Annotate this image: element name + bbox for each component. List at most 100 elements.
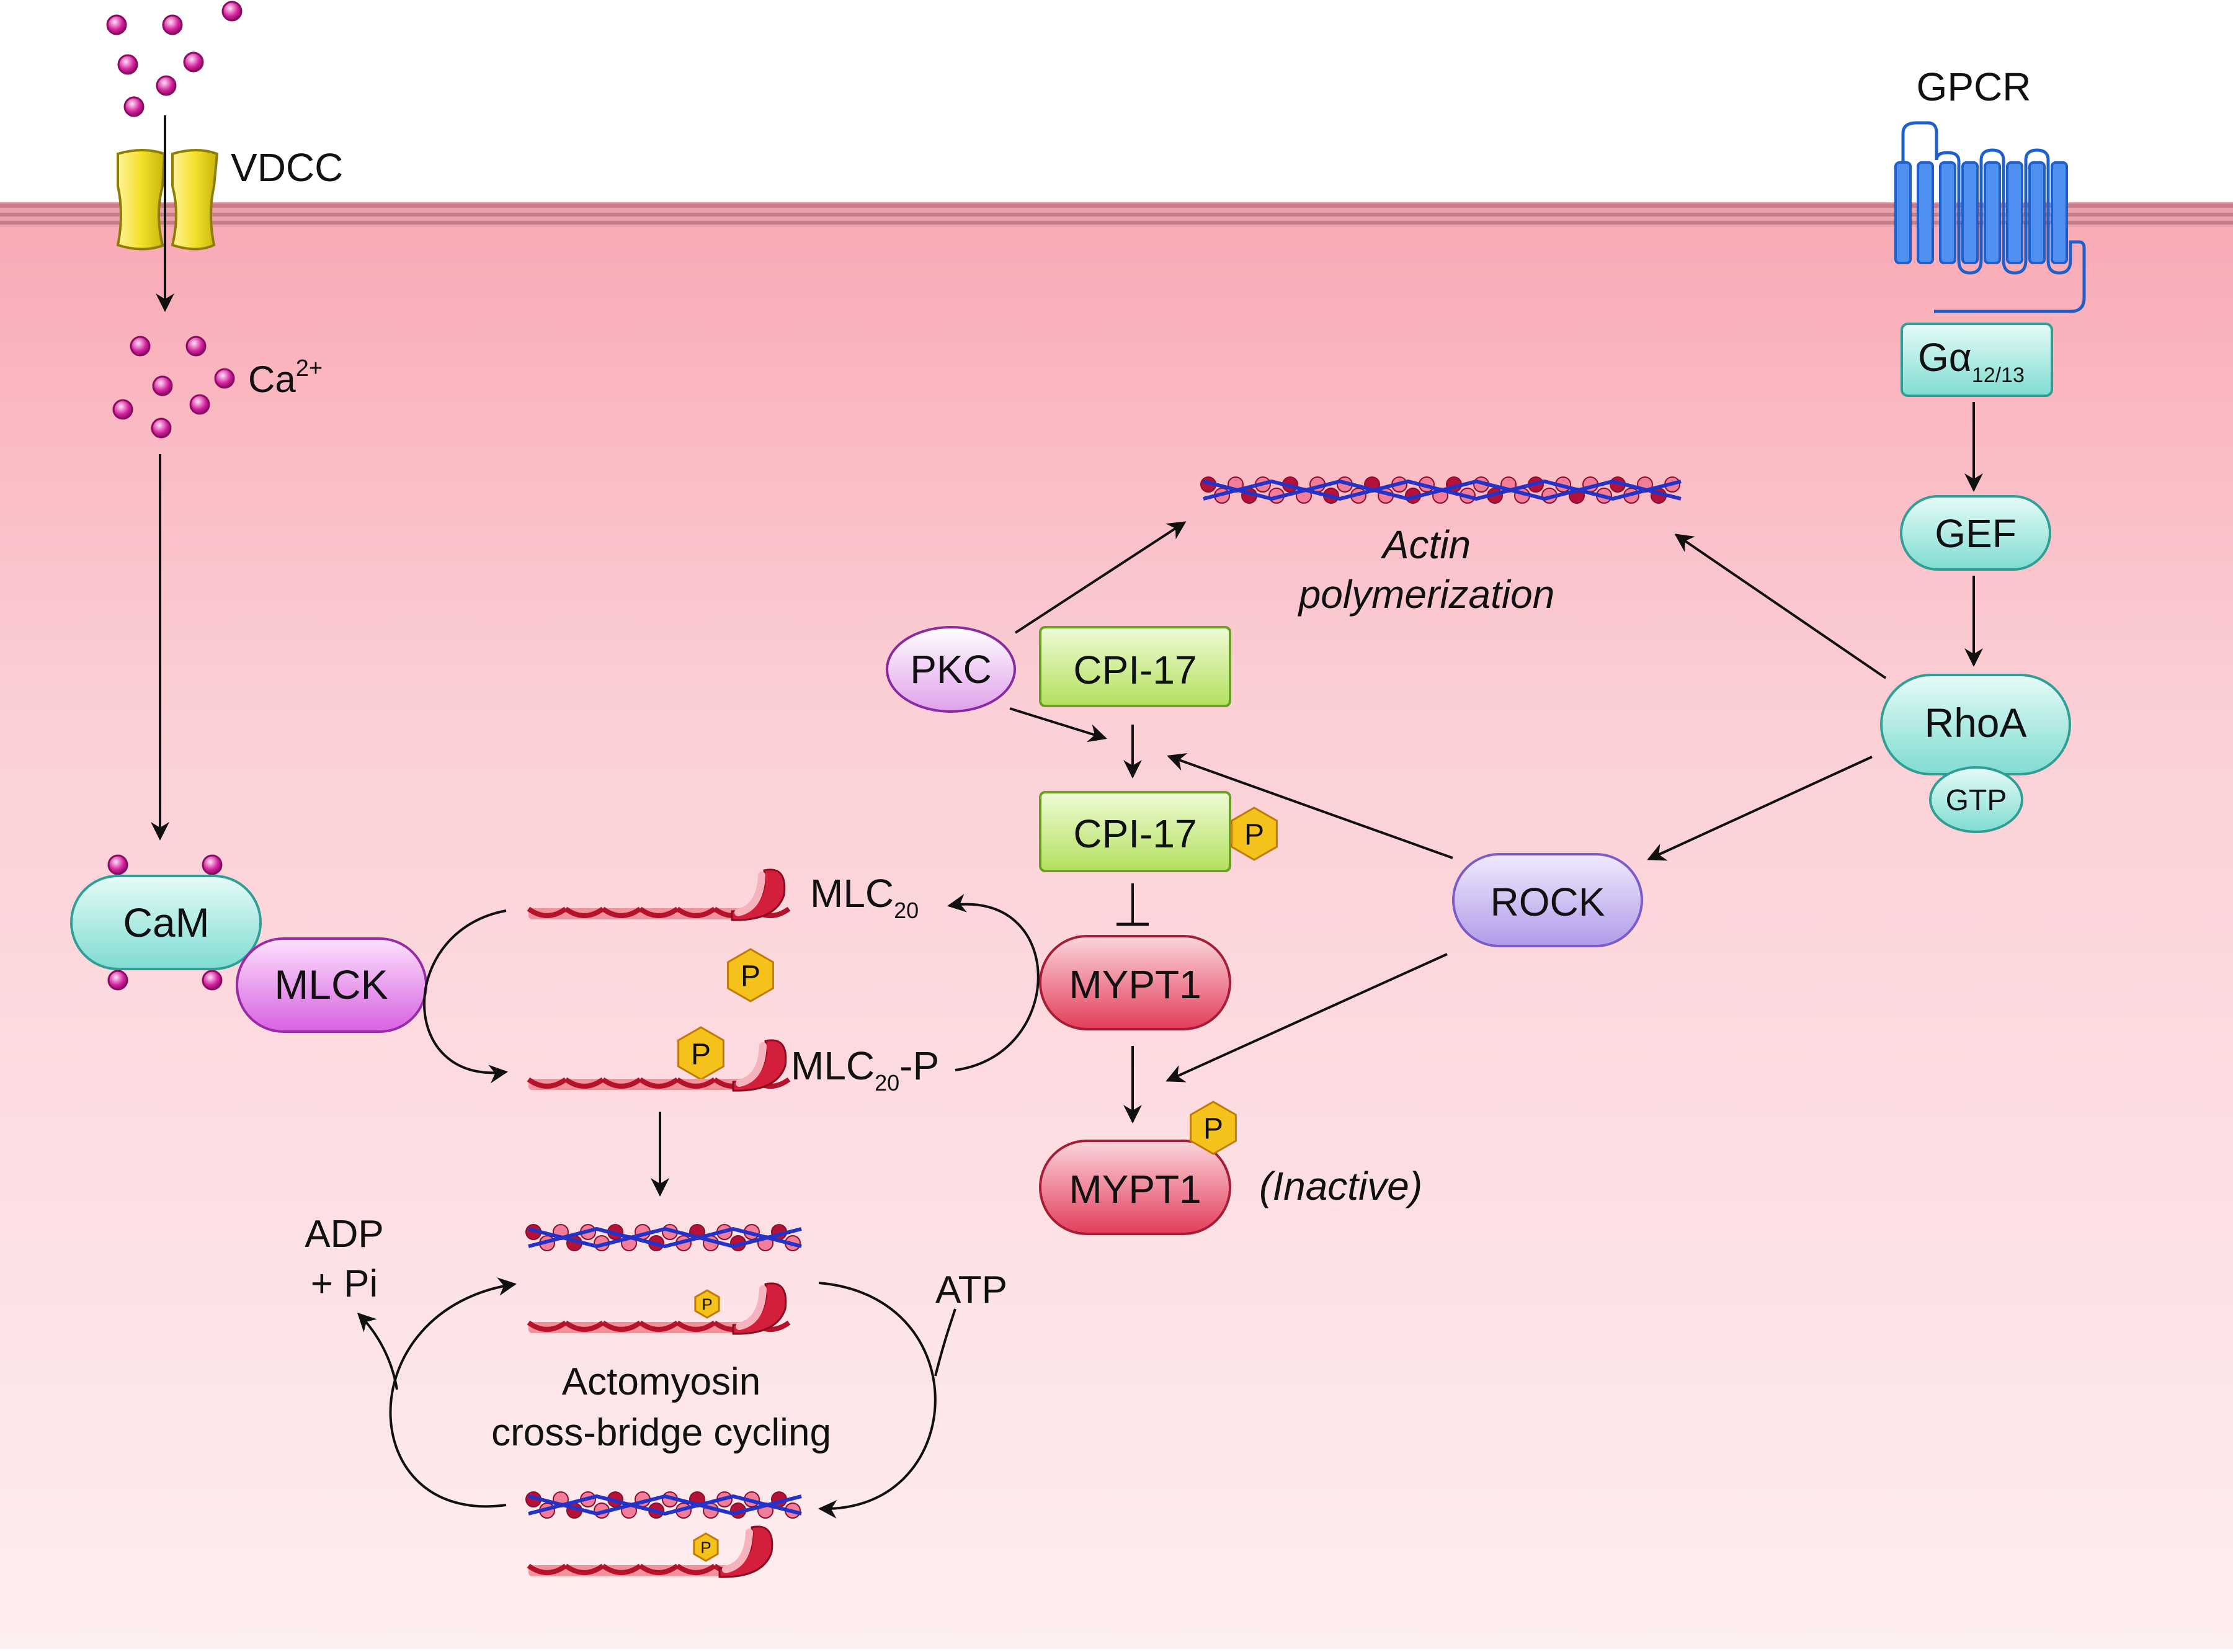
phosphate-icon: P — [694, 1289, 720, 1319]
phosphate-label: P — [700, 1538, 711, 1556]
mlc20p-label: MLC20-P — [791, 1043, 939, 1096]
adp-label: ADP — [305, 1213, 383, 1256]
gpcr-label: GPCR — [1917, 65, 2031, 109]
rock-label: ROCK — [1491, 880, 1605, 924]
gpcr-helix-icon — [1917, 161, 1934, 264]
vdcc-channel-icon — [116, 149, 219, 251]
cpi17-inhibits-mypt1 — [1116, 883, 1149, 926]
mlc20-label: MLC20 — [810, 871, 919, 923]
actin-polymerization-label-line1: Actin — [1380, 522, 1471, 567]
gtp-node — [1929, 766, 2023, 833]
gpcr-helix-icon — [1984, 161, 2001, 264]
gpcr-helix-icon — [1961, 161, 1979, 264]
calcium-ion-icon — [185, 336, 207, 357]
calcium-ion-icon — [152, 375, 173, 396]
mypt1-p-label: MYPT1 — [1069, 1167, 1201, 1212]
myosin-mlc20-strand — [527, 1039, 791, 1092]
calcium-ion-icon — [117, 54, 138, 75]
cycle-left-arc — [389, 1277, 517, 1508]
myosin-mlc20-strand — [527, 1525, 773, 1578]
actin-filament-top — [1200, 476, 1682, 504]
cpi17-label: CPI-17 — [1073, 648, 1197, 692]
phosphate-icon: P — [693, 1532, 719, 1562]
intracellular-calcium-ions — [112, 336, 235, 439]
myosin-strands — [527, 868, 791, 1578]
vdcc-label: VDCC — [231, 145, 343, 190]
galpha-label: Gα12/13 — [1918, 335, 2025, 387]
gef-label: GEF — [1935, 511, 2017, 556]
extracellular-calcium-ions — [106, 1, 243, 117]
calcium-ion-icon — [156, 75, 177, 96]
phosphate-label: P — [691, 1038, 711, 1071]
adp-release-arrow — [357, 1312, 398, 1390]
atp-label: ATP — [935, 1269, 1007, 1311]
cam-calcium-ions — [107, 854, 223, 991]
phosphate-label: P — [1203, 1112, 1223, 1145]
gpcr-helices — [1894, 161, 2068, 264]
gpcr-helix-icon — [1894, 161, 1912, 264]
calcium-ion-icon — [130, 336, 151, 357]
calcium-ion-icon — [106, 14, 127, 35]
mypt1-label: MYPT1 — [1069, 962, 1201, 1007]
actin-filament-cycle-top — [525, 1224, 802, 1251]
galpha-node — [1901, 323, 2053, 397]
cpi17-p-label: CPI-17 — [1073, 811, 1197, 856]
pkc-node — [886, 626, 1016, 713]
calcium-ion-icon — [107, 854, 128, 875]
calcium-ion-icon — [183, 51, 204, 73]
rock-to-cpi17-arrow — [1167, 752, 1453, 859]
phosphate-icon: P — [677, 1026, 724, 1081]
calcium-ion-icon — [202, 854, 223, 875]
calcium-ion-icon — [214, 368, 235, 389]
gtp-label: GTP — [1946, 784, 2007, 817]
calcium-label: Ca2+ — [248, 355, 323, 400]
mypt1-p-node — [1039, 1140, 1231, 1235]
pkc-to-cpi17-arrow — [1009, 707, 1107, 743]
mlck-phosphorylation-arrow — [423, 909, 508, 1084]
phosphate-label: P — [702, 1295, 712, 1313]
phosphate-icon: P — [1190, 1101, 1237, 1155]
atp-binding-line — [934, 1308, 956, 1377]
phosphate-label: P — [1244, 818, 1264, 851]
myosin-mlc20-strand — [527, 1282, 791, 1335]
cpi17-node — [1039, 626, 1231, 707]
actin-filament-cycle-bottom — [525, 1491, 802, 1519]
gpcr-helix-icon — [2028, 161, 2046, 264]
pkc-label: PKC — [910, 647, 992, 692]
gpcr-helix-icon — [2006, 161, 2023, 264]
gef-node — [1900, 495, 2051, 571]
calcium-ion-icon — [112, 399, 133, 420]
phosphate-icon: P — [727, 948, 774, 1002]
signaling-arrows — [1009, 521, 1887, 1083]
pi-label: + Pi — [311, 1262, 378, 1305]
cycle-right-arc — [818, 1282, 937, 1519]
phosphate-icons: P P P P P P — [677, 806, 1278, 1562]
mypt1-node — [1039, 935, 1231, 1030]
pkc-to-actin-arrow — [1014, 521, 1187, 634]
calcium-ion-icon — [189, 394, 210, 415]
cam-node — [70, 875, 262, 970]
calcium-ion-icon — [151, 417, 172, 439]
gpcr-helix-icon — [2051, 161, 2068, 264]
inactive-label: (Inactive) — [1259, 1164, 1422, 1208]
phosphate-icon: P — [1231, 806, 1278, 861]
mlck-label: MLCK — [274, 962, 388, 1007]
rock-to-mypt1-arrow — [1166, 953, 1448, 1083]
rhoa-to-actin-arrow — [1674, 534, 1887, 679]
cpi17-p-node — [1039, 791, 1231, 872]
rock-node — [1452, 853, 1643, 947]
actin-polymerization-label-line2: polymerization — [1298, 572, 1555, 617]
mlcp-dephosphorylation-arrow — [947, 894, 1040, 1071]
phosphate-label: P — [741, 960, 760, 993]
cam-label: CaM — [123, 900, 209, 945]
calcium-ion-icon — [221, 1, 243, 22]
myosin-mlc20-strand — [527, 868, 791, 921]
plasma-membrane — [0, 202, 2233, 227]
calcium-ion-icon — [123, 96, 145, 117]
calcium-ion-icon — [202, 970, 223, 991]
rhoa-to-rock-arrow — [1647, 756, 1873, 861]
gpcr-helix-icon — [1939, 161, 1956, 264]
mlc-cycle-arrows — [357, 894, 1040, 1519]
